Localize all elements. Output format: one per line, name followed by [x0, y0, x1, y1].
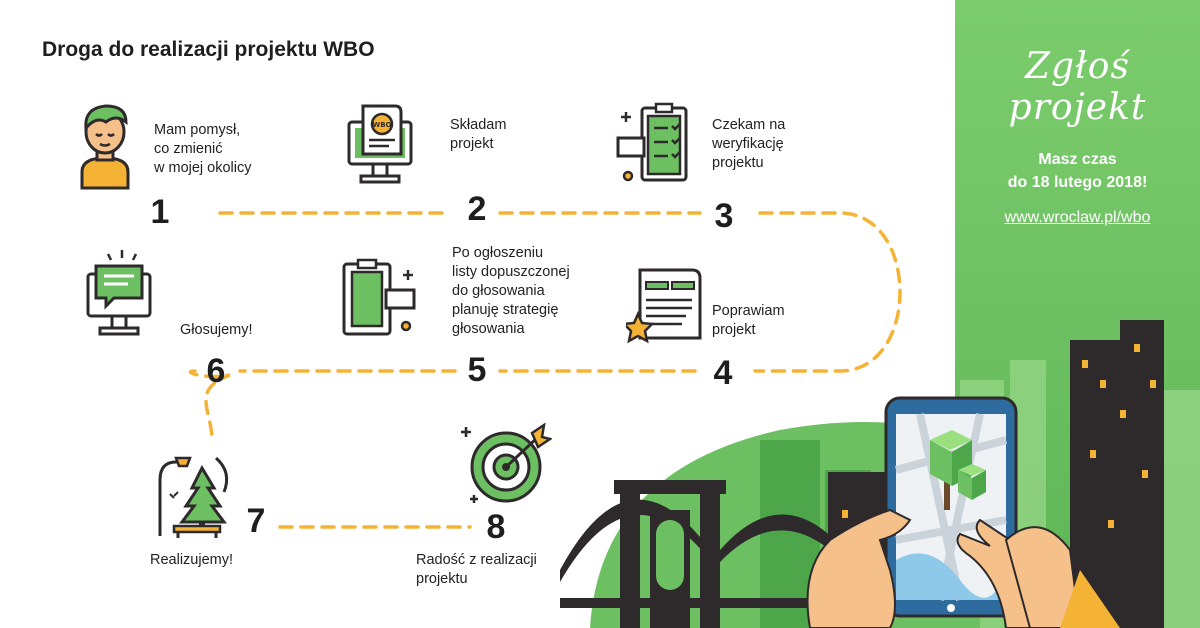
submit-project-logo: Zgłoś projekt [1008, 46, 1147, 128]
svg-text:WBO: WBO [372, 121, 391, 129]
step-5-number: 5 [467, 351, 487, 389]
step-7-text: Realizujemy! [150, 552, 233, 568]
step-4-number: 4 [713, 354, 733, 392]
step-1-number: 1 [150, 193, 170, 231]
wbo-website-link[interactable]: www.wroclaw.pl/wbo [1004, 209, 1151, 226]
bridge-arch [656, 520, 684, 590]
clipboard-plan-icon [342, 258, 416, 336]
step-3-number: 3 [714, 197, 734, 235]
step-4-text: Poprawiam projekt [712, 303, 785, 338]
page-title: Droga do realizacji projektu WBO [42, 38, 375, 61]
step-1-text: Mam pomysł, co zmienić w mojej okolicy [154, 122, 252, 176]
clipboard-checklist-icon [616, 102, 688, 182]
sleeve [1060, 570, 1120, 628]
step-3-text: Czekam na weryfikację projektu [712, 117, 786, 171]
document-star-icon [626, 268, 702, 344]
target-arrow-icon [461, 423, 552, 503]
step-5-text: Po ogłoszeniu listy dopuszczonej do głos… [452, 245, 570, 337]
person-idea-icon [80, 104, 130, 190]
left-hand [806, 508, 912, 628]
step-6-number: 6 [206, 352, 226, 390]
deadline-text: Masz czas do 18 lutego 2018! [1007, 151, 1148, 191]
route-dashed-path [188, 211, 902, 529]
step-6-text: Głosujemy! [180, 322, 253, 338]
step-7-number: 7 [246, 502, 266, 540]
city-scene-illustration [560, 320, 1200, 628]
monitor-chat-icon [86, 250, 152, 336]
step-2-text: Składam projekt [450, 117, 507, 152]
park-tree-icon [158, 456, 229, 538]
monitor-document-icon: WBO [347, 104, 413, 184]
step-2-number: 2 [467, 190, 487, 228]
step-8-text: Radość z realizacji projektu [416, 552, 537, 587]
step-8-number: 8 [486, 508, 506, 546]
